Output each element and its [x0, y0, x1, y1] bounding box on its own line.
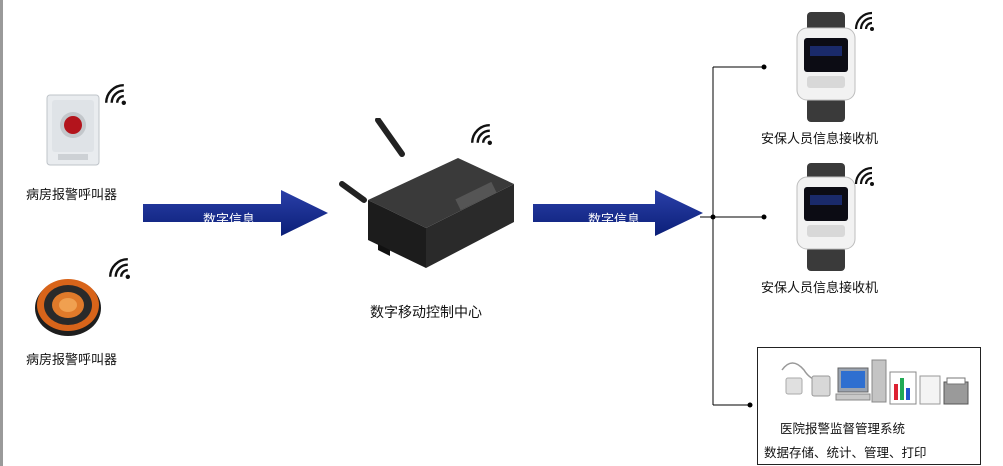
- watch-receiver-middle: [795, 163, 857, 271]
- arrow-left-label: 数字信息: [203, 213, 256, 228]
- wireless-signal-icon: [108, 257, 130, 279]
- computer-equipment-illustration: [781, 359, 969, 405]
- wireless-signal-icon: [104, 83, 126, 105]
- wireless-signal-icon: [854, 11, 874, 31]
- wireless-signal-icon: [470, 123, 492, 145]
- ward-call-button-square: [46, 94, 100, 166]
- connector-lines: [700, 64, 767, 408]
- caller-top-label: 病房报警呼叫器: [26, 188, 118, 203]
- watch-receiver-top: [795, 12, 857, 122]
- data-arrow-left: [143, 190, 328, 236]
- ward-call-button-round: [33, 272, 103, 338]
- receiver-middle-label: 安保人员信息接收机: [761, 281, 879, 296]
- system-title: 医院报警监督管理系统: [780, 421, 906, 436]
- system-subtitle: 数据存储、统计、管理、打印: [764, 445, 927, 460]
- digital-mobile-control-center-device: [338, 117, 518, 278]
- wireless-signal-icon: [854, 166, 874, 186]
- arrow-right-label: 数字信息: [588, 213, 641, 228]
- receiver-top-label: 安保人员信息接收机: [761, 132, 879, 147]
- control-center-label: 数字移动控制中心: [370, 305, 482, 321]
- left-edge-rule: [0, 0, 3, 466]
- caller-bottom-label: 病房报警呼叫器: [26, 353, 118, 368]
- hospital-alarm-management-system-panel: 医院报警监督管理系统 数据存储、统计、管理、打印: [757, 347, 981, 465]
- data-arrow-right: [533, 190, 703, 236]
